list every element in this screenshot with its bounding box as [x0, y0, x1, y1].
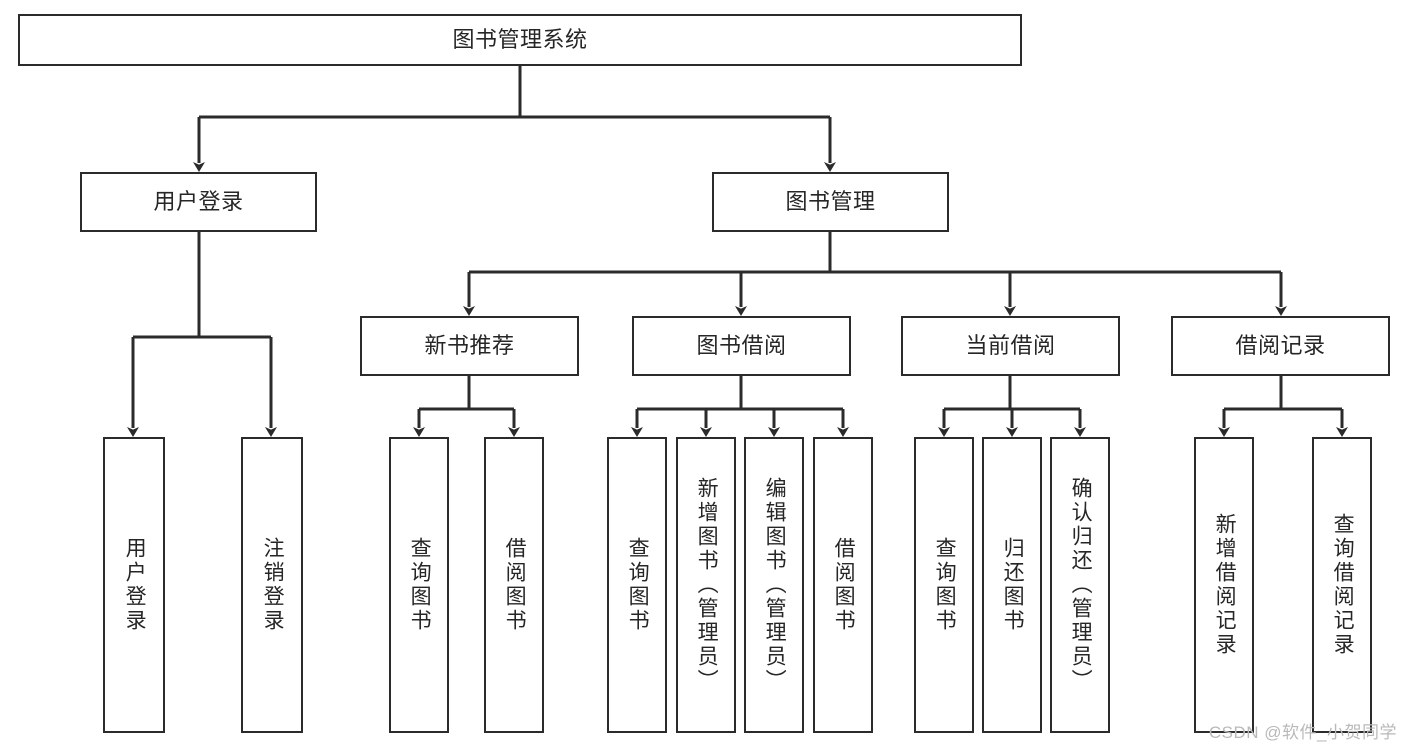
leaf-node[interactable]: 新增借阅记录 [1194, 437, 1254, 733]
leaf-label: 查询图书 [933, 537, 957, 633]
leaf-label: 借阅图书 [832, 537, 856, 633]
leaf-label: 编辑图书（管理员） [763, 477, 787, 693]
node-book-borrow[interactable]: 图书借阅 [632, 316, 851, 376]
leaf-node[interactable]: 编辑图书（管理员） [744, 437, 804, 733]
leaf-label: 注销登录 [261, 537, 285, 633]
node-root-label: 图书管理系统 [452, 26, 588, 52]
node-current-borrow-label: 当前借阅 [965, 332, 1056, 358]
leaf-label: 查询借阅记录 [1331, 513, 1355, 657]
leaf-label: 新增借阅记录 [1213, 513, 1237, 657]
node-borrow-records-label: 借阅记录 [1235, 332, 1326, 358]
leaf-node[interactable]: 用户登录 [103, 437, 165, 733]
leaf-label: 查询图书 [408, 537, 432, 633]
leaf-label: 借阅图书 [503, 537, 527, 633]
node-user-login[interactable]: 用户登录 [80, 172, 317, 232]
leaf-node[interactable]: 查询图书 [389, 437, 449, 733]
node-root[interactable]: 图书管理系统 [18, 14, 1022, 66]
node-current-borrow[interactable]: 当前借阅 [901, 316, 1120, 376]
leaf-node[interactable]: 查询图书 [914, 437, 974, 733]
leaf-label: 确认归还（管理员） [1069, 477, 1093, 693]
watermark-text: CSDN @软件_小贺同学 [1208, 723, 1397, 742]
leaf-node[interactable]: 查询借阅记录 [1312, 437, 1372, 733]
leaf-label: 用户登录 [123, 537, 147, 633]
leaf-label: 归还图书 [1001, 537, 1025, 633]
leaf-node[interactable]: 新增图书（管理员） [676, 437, 736, 733]
leaf-node[interactable]: 归还图书 [982, 437, 1042, 733]
leaf-node[interactable]: 确认归还（管理员） [1050, 437, 1110, 733]
leaf-node[interactable]: 借阅图书 [484, 437, 544, 733]
leaf-node[interactable]: 借阅图书 [813, 437, 873, 733]
leaf-node[interactable]: 注销登录 [241, 437, 303, 733]
leaf-node[interactable]: 查询图书 [607, 437, 667, 733]
node-borrow-records[interactable]: 借阅记录 [1171, 316, 1390, 376]
leaf-label: 新增图书（管理员） [695, 477, 719, 693]
node-user-login-label: 用户登录 [153, 188, 244, 214]
leaf-label: 查询图书 [626, 537, 650, 633]
node-book-borrow-label: 图书借阅 [696, 332, 787, 358]
node-book-management-label: 图书管理 [785, 188, 876, 214]
node-book-management[interactable]: 图书管理 [712, 172, 949, 232]
node-new-book-recommend[interactable]: 新书推荐 [360, 316, 579, 376]
node-new-book-recommend-label: 新书推荐 [424, 332, 515, 358]
